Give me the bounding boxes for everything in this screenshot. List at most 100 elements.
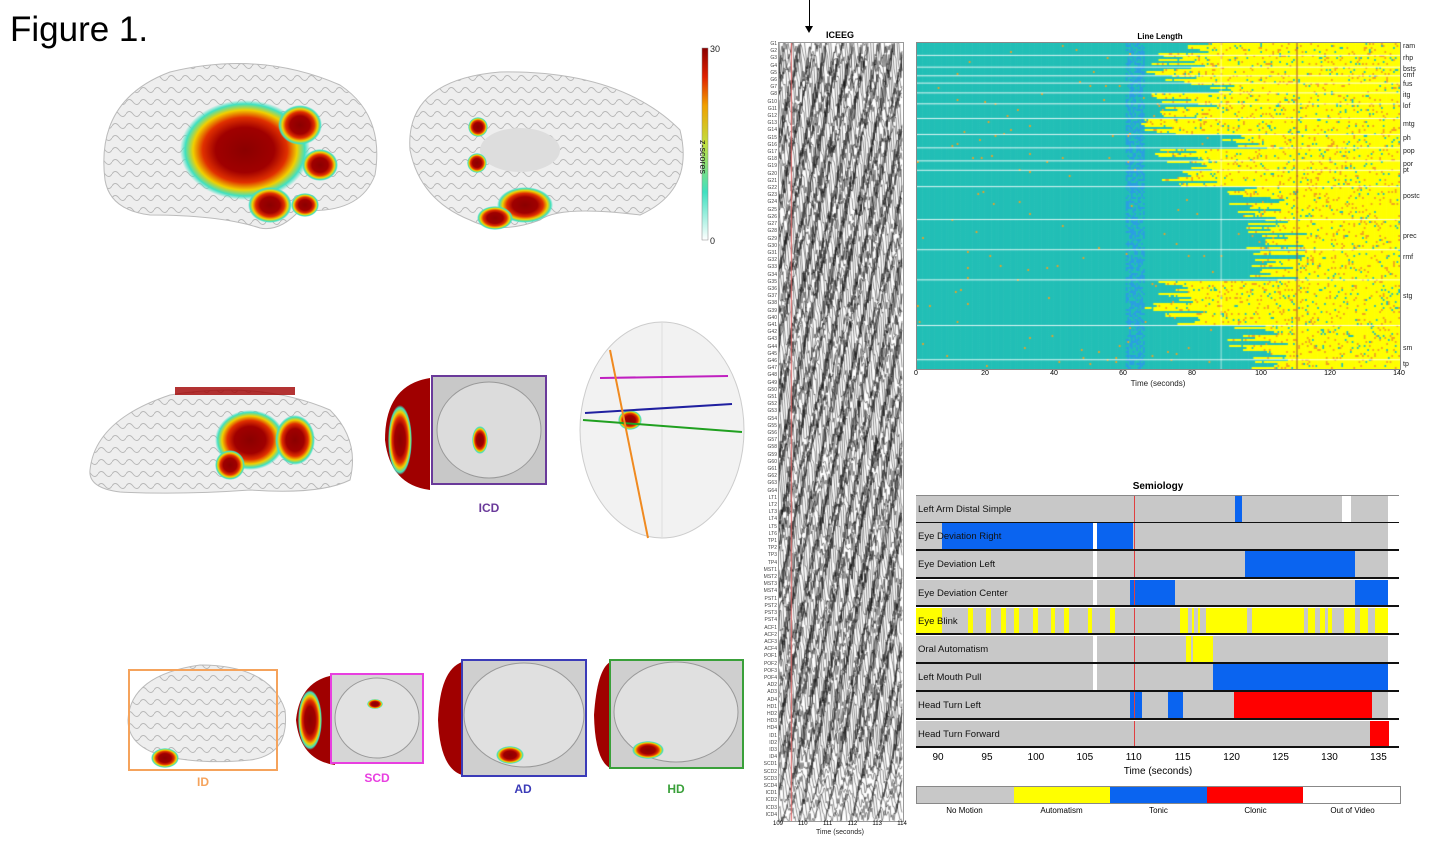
segment-tonic [1129,692,1142,719]
legend-swatch [1303,787,1400,803]
channel-label: LT4 [768,516,777,523]
channel-label: G8 [770,91,777,98]
semiology-row-label: Head Turn Forward [918,728,1000,740]
segment-automatism [1064,607,1070,634]
region-label: pt [1403,166,1409,174]
segment-automatism [1344,607,1355,634]
channel-label: G30 [767,242,777,249]
label-hd: HD [667,782,685,796]
segment-out-of-video [1388,523,1399,549]
channel-label: G20 [767,170,777,177]
semiology-xtick: 110 [1125,752,1142,763]
channel-label: G4 [770,62,777,69]
line-length-xlabel: Time (seconds) [1130,379,1186,388]
channel-label: G12 [767,113,777,120]
channel-label: LT5 [768,523,777,530]
semiology-xtick: 90 [932,752,944,763]
marker-line [1133,692,1135,719]
channel-label: G51 [767,393,777,400]
channel-label: TP3 [767,552,777,559]
semiology-xtick: 95 [981,752,993,763]
segment-automatism [1014,607,1020,634]
channel-label: ACF3 [764,638,777,645]
marker-line [1133,720,1135,747]
channel-label: G28 [767,228,777,235]
channel-label: G10 [767,98,777,105]
semiology-row: Eye Deviation Center [916,579,1399,608]
colorbar-label: z-scores [698,140,708,175]
segment-tonic [1354,579,1389,606]
semiology-row: Eye Blink [916,607,1399,636]
legend-swatch [1110,787,1207,803]
channel-label: G37 [767,293,777,300]
channel-label: G7 [770,84,777,91]
region-label: bsts [1403,66,1416,74]
region-label: ram [1403,42,1416,50]
semiology-legend [916,786,1401,804]
channel-label: POF3 [763,667,777,674]
channel-label: TP2 [767,545,777,552]
semiology-row: Oral Automatism [916,636,1399,664]
channel-label: G54 [767,415,777,422]
iceeg-xtick: 110 [798,821,808,827]
segment-out-of-video [1092,551,1097,578]
channel-label: G25 [767,206,777,213]
channel-label: G60 [767,458,777,465]
channel-label: G15 [767,134,777,141]
segment-automatism [1359,607,1368,634]
iceeg-xtick: 111 [823,821,833,827]
segment-clonic [1233,692,1372,719]
channel-label: G1 [770,41,777,47]
iceeg-traces [778,42,904,822]
channel-label: MST3 [763,581,777,588]
channel-label: G39 [767,307,777,314]
label-id: ID [197,775,209,789]
line-length-xtick: 0 [914,370,918,377]
axial-brain [579,321,745,539]
channel-label: G56 [767,430,777,436]
channel-label: AD2 [767,682,777,689]
region-label: postc [1403,193,1420,201]
channel-label: LT2 [768,502,777,509]
channel-label: G38 [767,300,777,307]
lateral-brain-left [103,63,378,230]
channel-label: G26 [767,213,777,220]
coronal-icd-slice [385,375,547,490]
region-label: rmf [1403,253,1414,261]
channel-label: G61 [767,466,777,473]
region-label: sm [1403,345,1413,353]
lateral-brain-right [89,387,353,494]
region-label: lof [1403,102,1411,110]
marker-line [1133,607,1135,634]
semiology-xtick: 115 [1174,752,1191,763]
figure-title: Figure 1. [10,10,149,49]
line-length-xtick: 20 [981,370,989,377]
legend-label: Tonic [1149,806,1168,815]
iceeg-title: ICEEG [825,30,854,40]
segment-automatism [1206,607,1248,634]
channel-label: G47 [767,365,777,372]
channel-label: ID3 [769,746,777,753]
marker-line [1133,496,1135,522]
channel-label: ICD1 [765,790,777,797]
channel-label: ID2 [769,739,777,746]
channel-label: G19 [767,163,777,170]
semiology-xtick: 135 [1370,752,1387,763]
segment-automatism [1000,607,1006,634]
channel-label: G34 [767,271,777,278]
semiology-row: Left Mouth Pull [916,664,1399,692]
region-label: cmf [1403,72,1415,80]
channel-label: G22 [767,185,777,192]
segment-out-of-video [1388,692,1399,719]
channel-label: PST3 [764,610,777,617]
line-length-xtick: 120 [1324,370,1336,377]
semiology-row-label: Eye Deviation Left [918,559,996,571]
segment-tonic [1168,692,1183,719]
scd-view [296,673,424,765]
channel-label: ICD4 [765,811,777,818]
segment-tonic [1213,664,1389,690]
channel-label: LT6 [768,530,777,537]
channel-label: G46 [767,357,777,364]
channel-label: G33 [767,264,777,271]
